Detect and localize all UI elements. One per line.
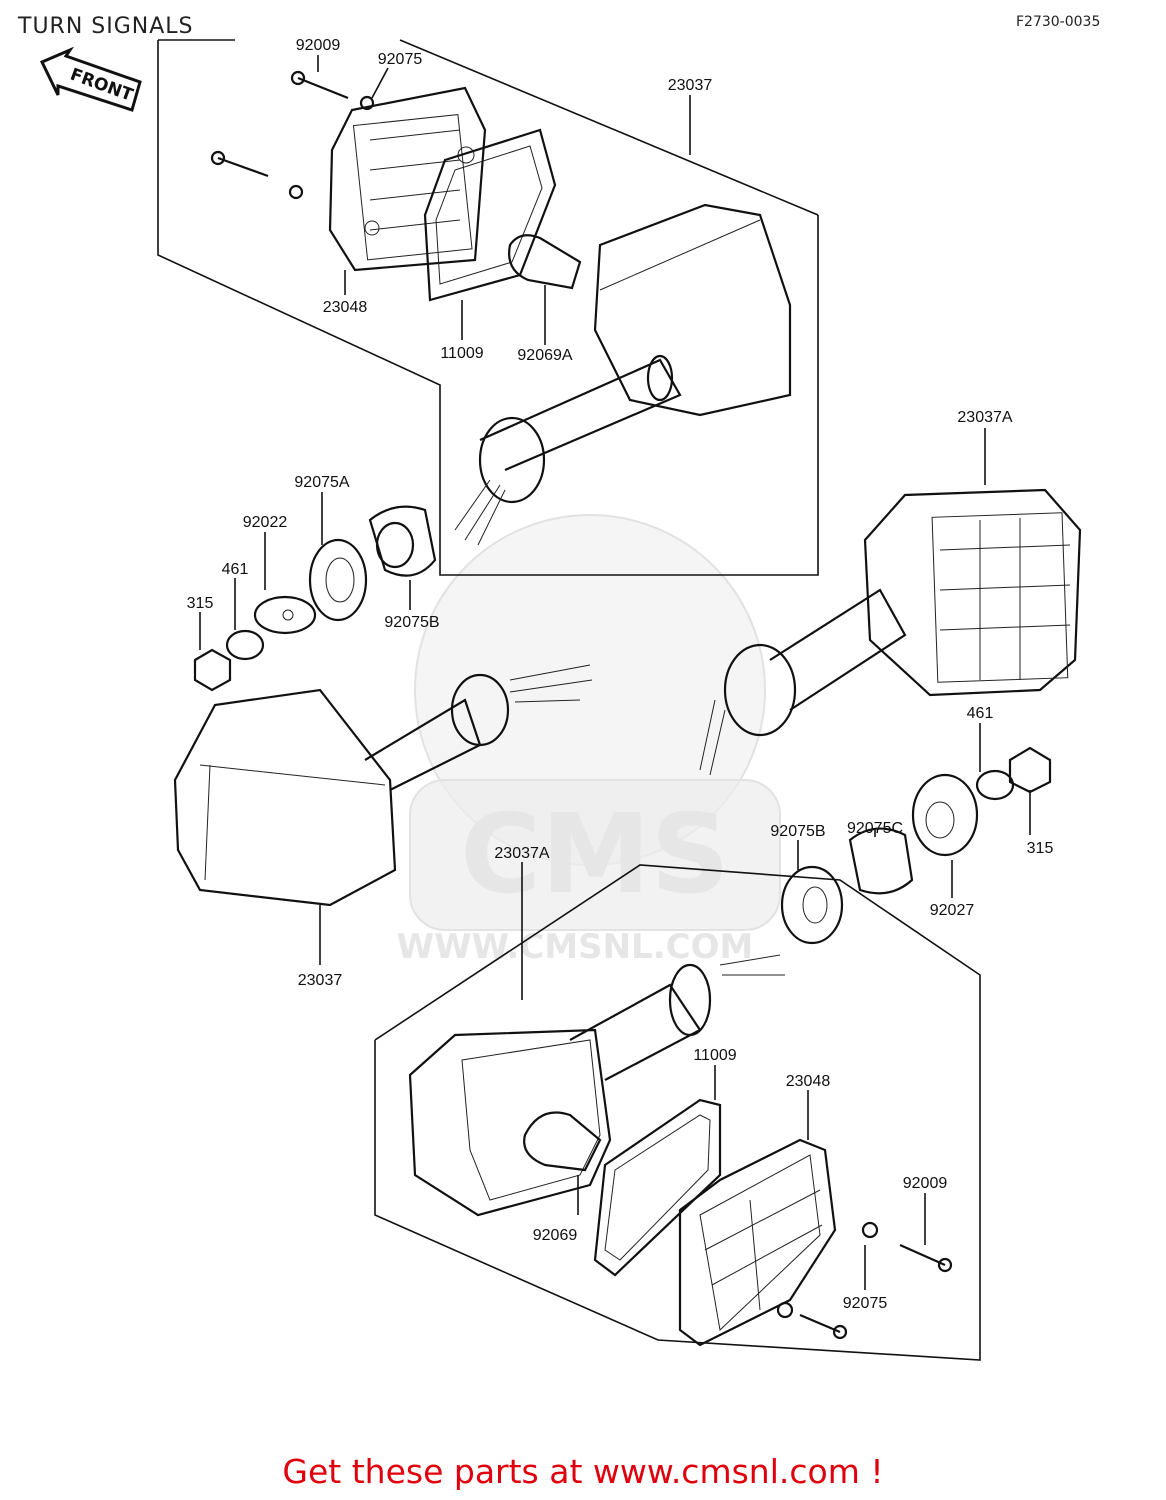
callout-92069A: 92069A	[517, 347, 572, 364]
lower-housing-23037A	[408, 954, 785, 1217]
right-housing-23037A	[699, 488, 1082, 776]
diagram-title: TURN SIGNALS	[18, 14, 194, 39]
cms-watermark: CMS WWW.CMSNL.COM	[397, 514, 781, 967]
callout-11009-upper: 11009	[440, 345, 483, 362]
callout-23048-upper: 23048	[323, 299, 368, 316]
callout-92075B-left: 92075B	[384, 614, 439, 631]
front-arrow-icon: FRONT	[39, 46, 142, 112]
callout-92009-lower: 92009	[903, 1175, 948, 1192]
lower-screws	[776, 1221, 953, 1340]
watermark-url: WWW.CMSNL.COM	[397, 927, 754, 967]
upper-lens-23048	[328, 86, 487, 272]
callout-92027: 92027	[930, 902, 975, 919]
callout-labels: 92009 92075 23037 23048 11009 92069A 920…	[187, 37, 1054, 1312]
upper-screws	[210, 70, 375, 200]
callout-461-right: 461	[967, 705, 994, 722]
watermark-brand: CMS	[460, 790, 729, 918]
callout-92069: 92069	[533, 1227, 578, 1244]
lower-gasket-11009	[593, 1098, 722, 1277]
upper-assembly-outline	[157, 39, 819, 576]
callout-92022: 92022	[243, 514, 288, 531]
callout-23037-left: 23037	[298, 972, 343, 989]
callout-92075-upper: 92075	[378, 51, 423, 68]
cta-link[interactable]: Get these parts at www.cmsnl.com !	[282, 1452, 884, 1491]
left-hardware-stack	[193, 505, 437, 692]
callout-11009-lower: 11009	[693, 1047, 736, 1064]
callout-92075-lower: 92075	[843, 1295, 888, 1312]
callout-23037A-lower: 23037A	[494, 845, 549, 862]
lower-assembly-outline	[374, 864, 981, 1361]
callout-23037-upper: 23037	[668, 77, 713, 94]
upper-housing-23037	[454, 203, 792, 546]
lower-lens-23048	[678, 1138, 837, 1347]
figure-code: F2730-0035	[1016, 14, 1101, 30]
left-housing-23037	[173, 664, 593, 907]
callout-92075C: 92075C	[847, 820, 903, 837]
callout-461-left: 461	[222, 561, 249, 578]
upper-gasket-11009	[423, 128, 557, 302]
callout-315-left: 315	[187, 595, 214, 612]
leader-lines	[199, 55, 1031, 1290]
callout-315-right: 315	[1027, 840, 1054, 857]
callout-92009-upper: 92009	[296, 37, 341, 54]
callout-23037A-right: 23037A	[957, 409, 1012, 426]
callout-92075B-right: 92075B	[770, 823, 825, 840]
upper-bulb-92069A	[508, 234, 582, 290]
callout-92075A: 92075A	[294, 474, 349, 491]
callout-23048-lower: 23048	[786, 1073, 831, 1090]
right-hardware-stack	[780, 746, 1052, 945]
